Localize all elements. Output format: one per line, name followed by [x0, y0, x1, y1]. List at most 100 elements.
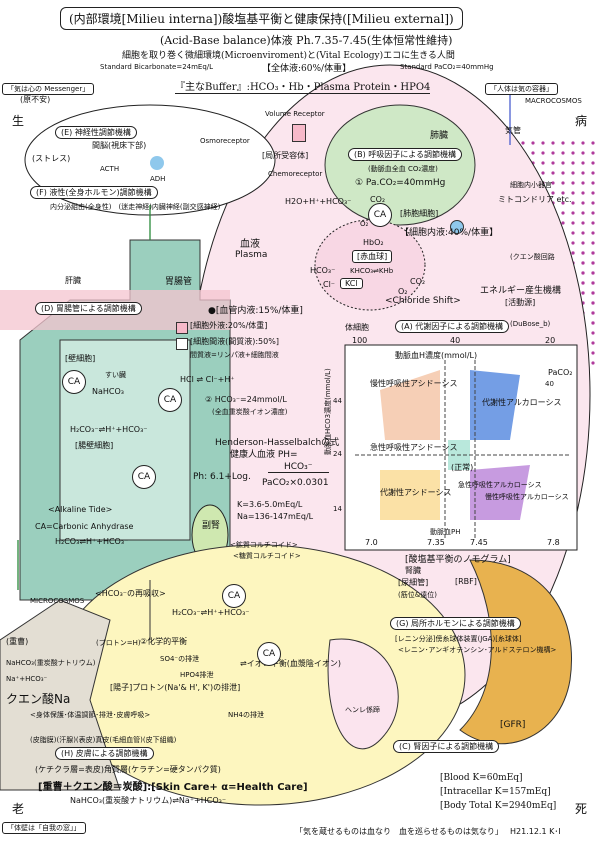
activity-source: [活動源]: [505, 298, 536, 307]
nomogram-caption: [酸塩基平衡のノモグラム]: [405, 555, 511, 565]
rbc-co2: CO₂: [410, 277, 426, 286]
y-tick-top-2: 40: [450, 336, 461, 345]
glucocorticoid: <糖質コルチコイド>: [233, 552, 301, 560]
date-signature: H21.12.1 K･I: [510, 827, 561, 836]
nh4-excretion: NH4の排泄: [228, 711, 264, 719]
skin-care-formula: [重曹＋クエン酸＝炭酸]:[Skin Care+ α=Health Care]: [38, 782, 308, 793]
standard-bicarbonate: Standard Bicarbonate=24mEq/L: [100, 63, 214, 71]
carbonic-eq: H₂CO₃⇌H⁺+HCO₃⁻: [55, 537, 129, 546]
volume-receptor: Volume Receptor: [265, 110, 325, 118]
primal-anxiety: (原不安): [20, 95, 51, 104]
region-label-metabolic-alk: 代謝性アルカローシス: [482, 398, 562, 407]
hh-denominator: PaCO₂×0.0301: [262, 478, 329, 488]
total-k: [Body Total K=2940mEq]: [440, 801, 557, 811]
tubule-sub: (筋位&遠位): [398, 591, 437, 599]
raas-label: <レニン･アンギオテンシン･アルドステロン機構>: [398, 646, 557, 654]
paco2-value: ① Pa.CO₂=40mmHg: [355, 178, 446, 188]
keratin-layer: (ケチクラ層=表皮)角質層(ケラチン=硬タンパク質): [35, 765, 221, 774]
alkaline-tide: <Alkaline Tide>: [48, 505, 113, 514]
jga-label: [レニン分泌]傍糸球体装置(JGA)[糸球体]: [395, 635, 522, 643]
acth-label: ACTH: [100, 165, 120, 173]
microcosmos-label: MICROCOSMOS: [30, 597, 85, 605]
life-glyph: 生: [12, 114, 25, 128]
interstitial-def: 間質液=リンパ液+細胞間液: [190, 351, 279, 359]
intracellular-k: [Intracellar K=157mEq]: [440, 787, 551, 797]
kcl-box: KCl: [340, 278, 363, 289]
hh-title: Henderson-Hasselbalchの式: [215, 438, 340, 448]
plasma-hco3: HCO₃⁻: [310, 266, 336, 275]
region-label-acute-acid: 急性呼吸性アシドーシス: [370, 443, 458, 452]
plasma-cl: Cl⁻: [323, 280, 336, 289]
pneumocyte-label: [肺胞細胞]: [400, 209, 439, 218]
gi-ca-3: CA: [132, 465, 156, 489]
total-body-water: 【全体液:60%/体重】: [262, 64, 352, 74]
aging-glyph: 老: [12, 802, 25, 816]
parietal-cell: [壁細胞]: [65, 354, 96, 363]
energy-production: エネルギー産生機構: [480, 286, 562, 296]
region-metabolic-acid: [380, 470, 440, 520]
local-hormone-title: (G) 局所ホルモンによる調節機構: [390, 617, 521, 630]
nomogram-xlabel: 動脈血PH: [430, 528, 461, 536]
hh-ph: Ph: 6.1+Log.: [193, 472, 251, 482]
region-metabolic-alk: [470, 370, 520, 440]
arterial-co2: (動脈血全血 CO₂濃度): [368, 165, 438, 173]
sodium-citrate: クエン酸Na: [6, 692, 71, 706]
extracellular-swatch: [176, 322, 188, 334]
nomogram-top-label: 動脈血H濃度(mmol/L): [395, 351, 478, 360]
respiratory-title: (B) 呼吸因子による調節機構: [348, 148, 463, 161]
renal-title: (C) 腎因子による調節機構: [393, 740, 500, 753]
hh-numerator: HCO₃⁻: [268, 462, 329, 473]
gut-cell: [腸壁細胞]: [75, 441, 114, 450]
region-label-normal: (正常): [451, 463, 474, 472]
potassium-range: K=3.6-5.0mEq/L: [237, 500, 303, 509]
henle-loop: [327, 638, 399, 750]
adrenal-label: 副腎: [202, 521, 221, 531]
qi-blood-quote: 「気を蔵せるものは血なり 血を巡らせるものは気なり」: [295, 827, 503, 836]
region-chronic-acid: [380, 370, 440, 440]
microenvironment-line: 細胞を取り巻く微細環境(Microenviroment)と(Vital Ecol…: [122, 51, 455, 61]
ca-definition: CA=Carbonic Anhydrase: [35, 522, 134, 531]
hh-sub: 健康人血液 PH=: [230, 450, 298, 460]
hco3-24: ② HCO₃⁻=24mmol/L: [205, 395, 287, 404]
lung-o2: O₂: [360, 220, 369, 228]
liver-label: 肝臓: [65, 276, 81, 285]
skin-title: (H) 皮膚による調節機構: [55, 747, 154, 760]
gfr-label: [GFR]: [500, 720, 526, 730]
humoral-title: (F) 液性(全身ホルモン)調節機構: [30, 186, 158, 199]
stress-label: (ストレス): [32, 154, 71, 163]
kidney-cortex: [459, 559, 572, 745]
alveolus-icon: [450, 220, 464, 234]
henle-label: ヘンレ係蹄: [345, 706, 380, 714]
hypothalamus: 間脳(視床下部): [92, 141, 147, 150]
kidney-h2co3-eq: H₂CO₃⁻⇌H⁺+HCO₃⁻: [172, 608, 250, 617]
paco2-axis-label: PaCO₂: [548, 368, 573, 377]
pituitary-icon: [150, 156, 164, 170]
volume-receptor-icon: [292, 124, 306, 142]
hco3-24-sub: (全血重炭酸イオン濃度): [212, 408, 288, 416]
y-tick-left-3: 14: [333, 505, 342, 513]
intravascular-fluid: ●[血管内液:15%/体重]: [208, 306, 303, 316]
death-glyph: 死: [575, 802, 588, 816]
baking-soda: (重曹): [6, 637, 29, 646]
illness-glyph: 病: [575, 114, 588, 128]
body-wall-note: 「体壁は「自我の窓」」: [2, 822, 86, 834]
humoral-sub: 内分泌組由(全身性) (迷走神経)内臓神経(副交感神経): [50, 203, 221, 211]
mitochondria: ミトコンドリア etc.: [498, 195, 572, 204]
hpo4-excretion: HPO4排泄: [180, 671, 214, 679]
x-tick-3: 7.45: [470, 538, 488, 547]
gi-ca-1: CA: [62, 370, 86, 394]
kidney-ca-2: CA: [257, 642, 281, 666]
sodium-bicarbonate: NaHCO₃(重炭酸ナトリウム): [6, 659, 96, 667]
bottom-equation: NaHCO₃(重炭酸ナトリウム)⇌Na⁺+HCO₃⁻: [70, 796, 227, 805]
sodium-ion: Na⁺+HCO₃⁻: [6, 675, 48, 683]
so4-excretion: SO4⁻の排泄: [160, 655, 200, 663]
blood-k: [Blood K=60mEq]: [440, 773, 523, 783]
interstitial-swatch: [176, 338, 188, 350]
proton-excretion: [陽子]プロトン(Na'& H', K')の排泄]: [110, 683, 241, 692]
main-buffers: 『主なBuffer』:HCO₃・Hb・Plasma Protein・HPO4: [175, 78, 431, 94]
hbo2: HbO₂: [363, 238, 384, 247]
hco3-reabsorption: <HCO₃⁻の再吸収>: [95, 589, 166, 598]
extracellular-fluid: [細胞外液:20%/体重]: [190, 321, 268, 330]
kidney-label: 腎臓: [405, 566, 421, 575]
x-tick-4: 7.8: [547, 538, 560, 547]
